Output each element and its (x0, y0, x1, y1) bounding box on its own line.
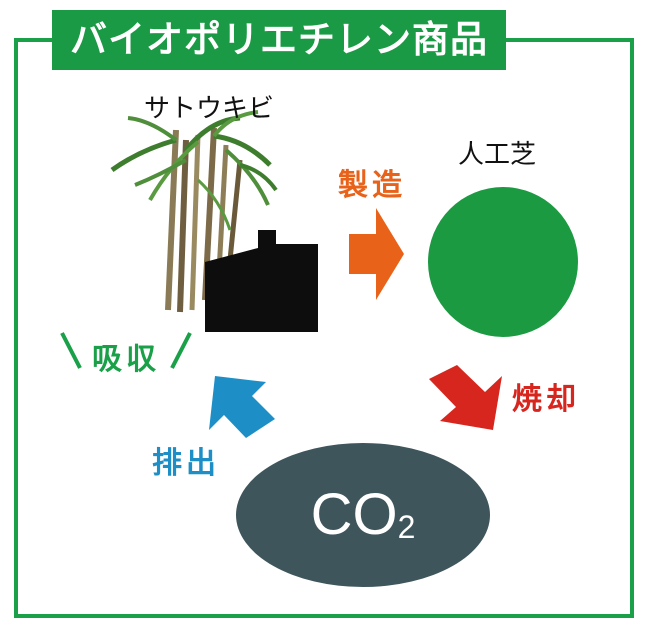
emit-label: 排出 (152, 446, 220, 481)
co2-ellipse: CO2 (236, 443, 490, 587)
turf-label: 人工芝 (458, 140, 537, 170)
manufacture-arrow (349, 208, 404, 300)
absorb-slash-right (170, 332, 192, 369)
absorb-slash-left (60, 332, 82, 369)
incinerate-arrow (429, 365, 502, 430)
manufacture-label: 製造 (338, 168, 406, 203)
absorb-label: 吸収 (92, 342, 160, 377)
emit-arrow (209, 376, 275, 438)
sugarcane-image (110, 110, 318, 332)
diagram-title: バイオポリエチレン商品 (52, 10, 506, 70)
incinerate-label: 焼却 (512, 382, 580, 417)
co2-label: CO (310, 482, 398, 547)
co2-subscript: 2 (397, 509, 416, 545)
sugarcane-label: サトウキビ (144, 94, 275, 124)
artificial-turf-circle (428, 187, 578, 337)
